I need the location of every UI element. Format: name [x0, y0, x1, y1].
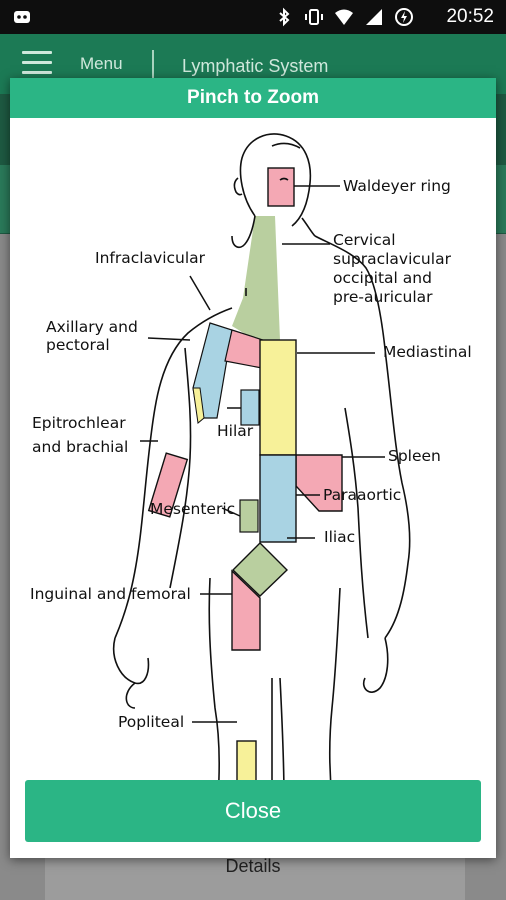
vibrate-icon — [305, 9, 323, 25]
signal-icon — [366, 9, 382, 25]
label-cervical-1: Cervical — [333, 231, 396, 249]
status-bar: 20:52 — [0, 0, 506, 34]
label-inguinal: Inguinal and femoral — [30, 585, 191, 603]
label-waldeyer-ring: Waldeyer ring — [343, 177, 451, 195]
inguinal-region — [231, 569, 261, 651]
infraclavicular-region — [192, 322, 233, 419]
label-epitrochlear-2: and brachial — [32, 438, 128, 456]
app-bar-divider — [152, 50, 154, 80]
close-button[interactable]: Close — [25, 780, 481, 842]
label-spleen: Spleen — [388, 447, 441, 465]
label-hilar: Hilar — [217, 422, 254, 440]
menu-label[interactable]: Menu — [80, 54, 123, 73]
label-infraclavicular: Infraclavicular — [95, 249, 206, 267]
label-iliac: Iliac — [324, 528, 355, 546]
bluetooth-icon — [279, 7, 290, 27]
label-cervical-2: supraclavicular — [333, 250, 452, 268]
label-cervical-3: occipital and — [333, 269, 432, 287]
android-icon — [14, 11, 30, 23]
label-paraaortic: Paraaortic — [323, 486, 401, 504]
leader-lines — [140, 185, 385, 723]
zoom-dialog: Pinch to Zoom — [10, 78, 496, 858]
mediastinal-region — [259, 339, 297, 456]
label-mesenteric: Mesenteric — [150, 500, 235, 518]
iliac-region — [232, 542, 288, 597]
app-title: Lymphatic System — [182, 56, 329, 76]
cervical-region — [232, 216, 280, 340]
diagram-labels: Waldeyer ring Cervical supraclavicular o… — [30, 177, 472, 731]
label-axillary-1: Axillary and — [46, 318, 138, 336]
epitrochlear-region — [147, 452, 189, 518]
axillary-region — [192, 387, 205, 424]
waldeyer-region — [267, 167, 295, 207]
battery-charging-icon — [395, 8, 413, 26]
body-outline — [113, 133, 411, 798]
mesenteric-region — [239, 499, 259, 533]
lymph-node-diagram[interactable]: Waldeyer ring Cervical supraclavicular o… — [10, 118, 496, 798]
label-popliteal: Popliteal — [118, 713, 184, 731]
status-icons — [274, 7, 414, 27]
label-cervical-4: pre-auricular — [333, 288, 433, 306]
details-label[interactable]: Details — [225, 856, 281, 876]
wifi-icon — [335, 9, 353, 25]
paraaortic-region — [259, 454, 297, 543]
label-mediastinal: Mediastinal — [383, 343, 472, 361]
label-epitrochlear-1: Epitrochlear — [32, 414, 126, 432]
hamburger-menu-icon[interactable] — [22, 51, 52, 75]
node-regions — [147, 167, 343, 796]
label-axillary-2: pectoral — [46, 336, 110, 354]
status-time: 20:52 — [446, 6, 494, 27]
dialog-header: Pinch to Zoom — [10, 78, 496, 118]
hilar-region — [240, 389, 260, 426]
